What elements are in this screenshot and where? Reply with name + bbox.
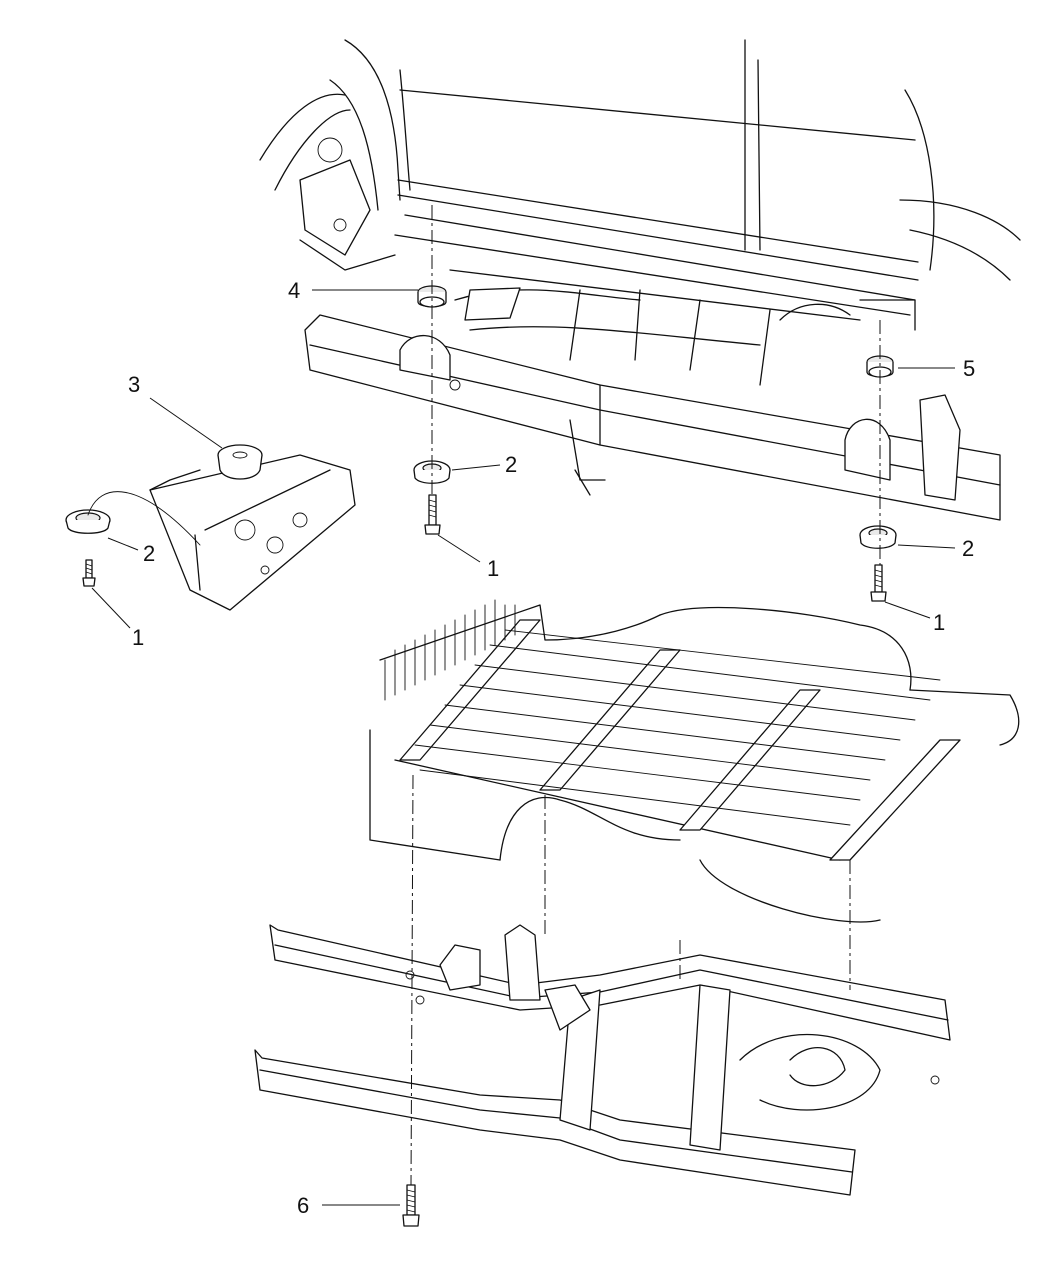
callout-4: 4: [288, 278, 300, 303]
callout-2-right: 2: [962, 536, 974, 561]
assembly-centerlines: [87, 205, 881, 1186]
isolator-2-left: [65, 509, 111, 534]
bolt-1-left: [82, 559, 96, 587]
truck-bed: [369, 599, 1020, 923]
callout-2-left: 2: [143, 541, 155, 566]
bolt-1-right: [870, 564, 887, 602]
callout-6: 6: [297, 1193, 309, 1218]
callout-2-mid: 2: [505, 452, 517, 477]
callout-labels: 4 5 3 2 2 2 1 1 1 6: [128, 278, 975, 1218]
callout-3: 3: [128, 372, 140, 397]
upper-frame-rail: [304, 314, 1001, 521]
callout-leaders: [91, 289, 956, 1206]
isolator-3: [217, 444, 263, 480]
lower-frame: [254, 924, 951, 1196]
bolt-6: [402, 1184, 420, 1227]
callout-1-left: 1: [132, 625, 144, 650]
callout-1-mid: 1: [487, 556, 499, 581]
bolt-1-mid: [424, 494, 441, 535]
callout-1-right: 1: [933, 610, 945, 635]
cab-body: [259, 39, 1021, 386]
cab-mount-bracket: [149, 454, 356, 611]
callout-5: 5: [963, 356, 975, 381]
isolator-2-right: [859, 525, 897, 549]
